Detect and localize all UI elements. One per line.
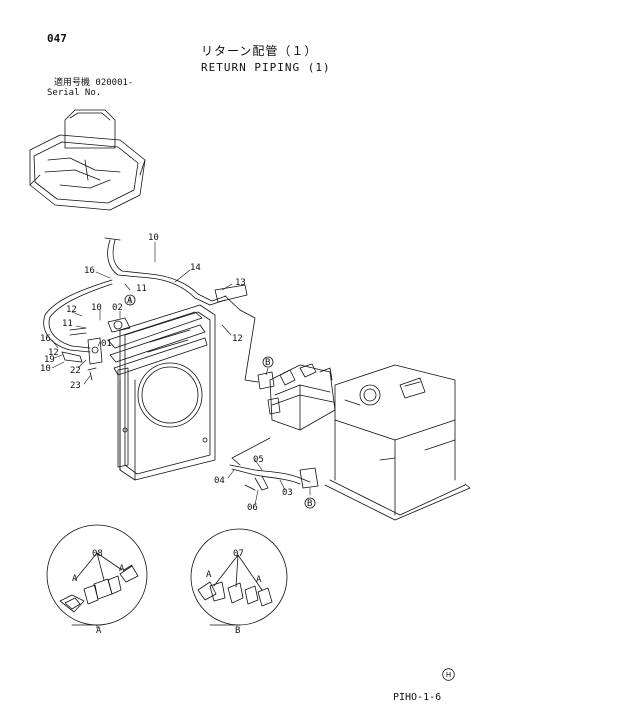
footer-code: PIHO-1-6 xyxy=(393,692,442,703)
part-label: 13 xyxy=(235,278,246,288)
callout-markers xyxy=(124,294,316,509)
part-label: 02 xyxy=(112,303,123,313)
part-label: 06 xyxy=(247,503,258,513)
part-label: 07 xyxy=(233,549,244,559)
logo-letter: H xyxy=(446,671,451,679)
part-label: 10 xyxy=(148,233,159,243)
detail-b-letter-2: A xyxy=(256,575,262,585)
detail-a-letter-2: A xyxy=(119,564,125,574)
part-label: 10 xyxy=(40,364,51,374)
callout-b-upper-circle xyxy=(262,356,274,368)
part-label: 05 xyxy=(253,455,264,465)
part-label: 04 xyxy=(214,476,225,486)
callout-b-upper-letter: B xyxy=(265,358,270,368)
callout-a-circle xyxy=(124,294,136,306)
return-pipe-14 xyxy=(104,237,248,311)
lower-return-hose xyxy=(229,437,319,491)
part-label: 14 xyxy=(190,263,201,273)
part-label: 16 xyxy=(40,334,51,344)
machine-thumbnail xyxy=(29,109,146,211)
title-english: RETURN PIPING (1) xyxy=(201,61,331,74)
callout-b-lower-letter: B xyxy=(307,499,312,509)
part-label: 01 xyxy=(101,339,112,349)
part-label: 19 xyxy=(44,355,55,365)
page-number: 047 xyxy=(47,32,67,45)
detail-a xyxy=(46,524,148,629)
part-label: 12 xyxy=(66,305,77,315)
part-label: 16 xyxy=(84,266,95,276)
detail-b xyxy=(190,528,288,626)
callout-letters: A B B A A A A A B xyxy=(72,296,312,636)
detail-b-letter-1: A xyxy=(206,570,212,580)
leader-lines xyxy=(51,241,311,506)
radiator-frame xyxy=(107,304,216,481)
hydraulic-tank xyxy=(324,364,471,521)
title-japanese: リターン配管（１） xyxy=(201,44,318,58)
part-label: 12 xyxy=(232,334,243,344)
callout-a-letter: A xyxy=(127,296,133,306)
part-label: 08 xyxy=(92,549,103,559)
detail-a-caption: A xyxy=(96,626,102,636)
part-label: 23 xyxy=(70,381,81,391)
return-line-b xyxy=(239,309,275,390)
hitachi-logo-icon: H xyxy=(442,668,455,681)
part-label: 11 xyxy=(136,284,147,294)
serial-label-japanese: 適用号機 020001- xyxy=(54,78,134,88)
part-label: 11 xyxy=(62,319,73,329)
part-label: 22 xyxy=(70,366,81,376)
detail-b-caption: B xyxy=(235,626,240,636)
part-label: 10 xyxy=(91,303,102,313)
left-hose-assembly xyxy=(43,279,131,381)
detail-a-letter-1: A xyxy=(72,574,78,584)
callout-b-lower-circle xyxy=(304,497,316,509)
control-valve xyxy=(267,363,336,431)
part-label: 03 xyxy=(282,488,293,498)
serial-label-english: Serial No. xyxy=(47,88,102,98)
part-labels: 10 14 16 11 13 12 10 02 11 12 16 01 19 2… xyxy=(40,233,293,559)
part-label: 12 xyxy=(48,348,59,358)
